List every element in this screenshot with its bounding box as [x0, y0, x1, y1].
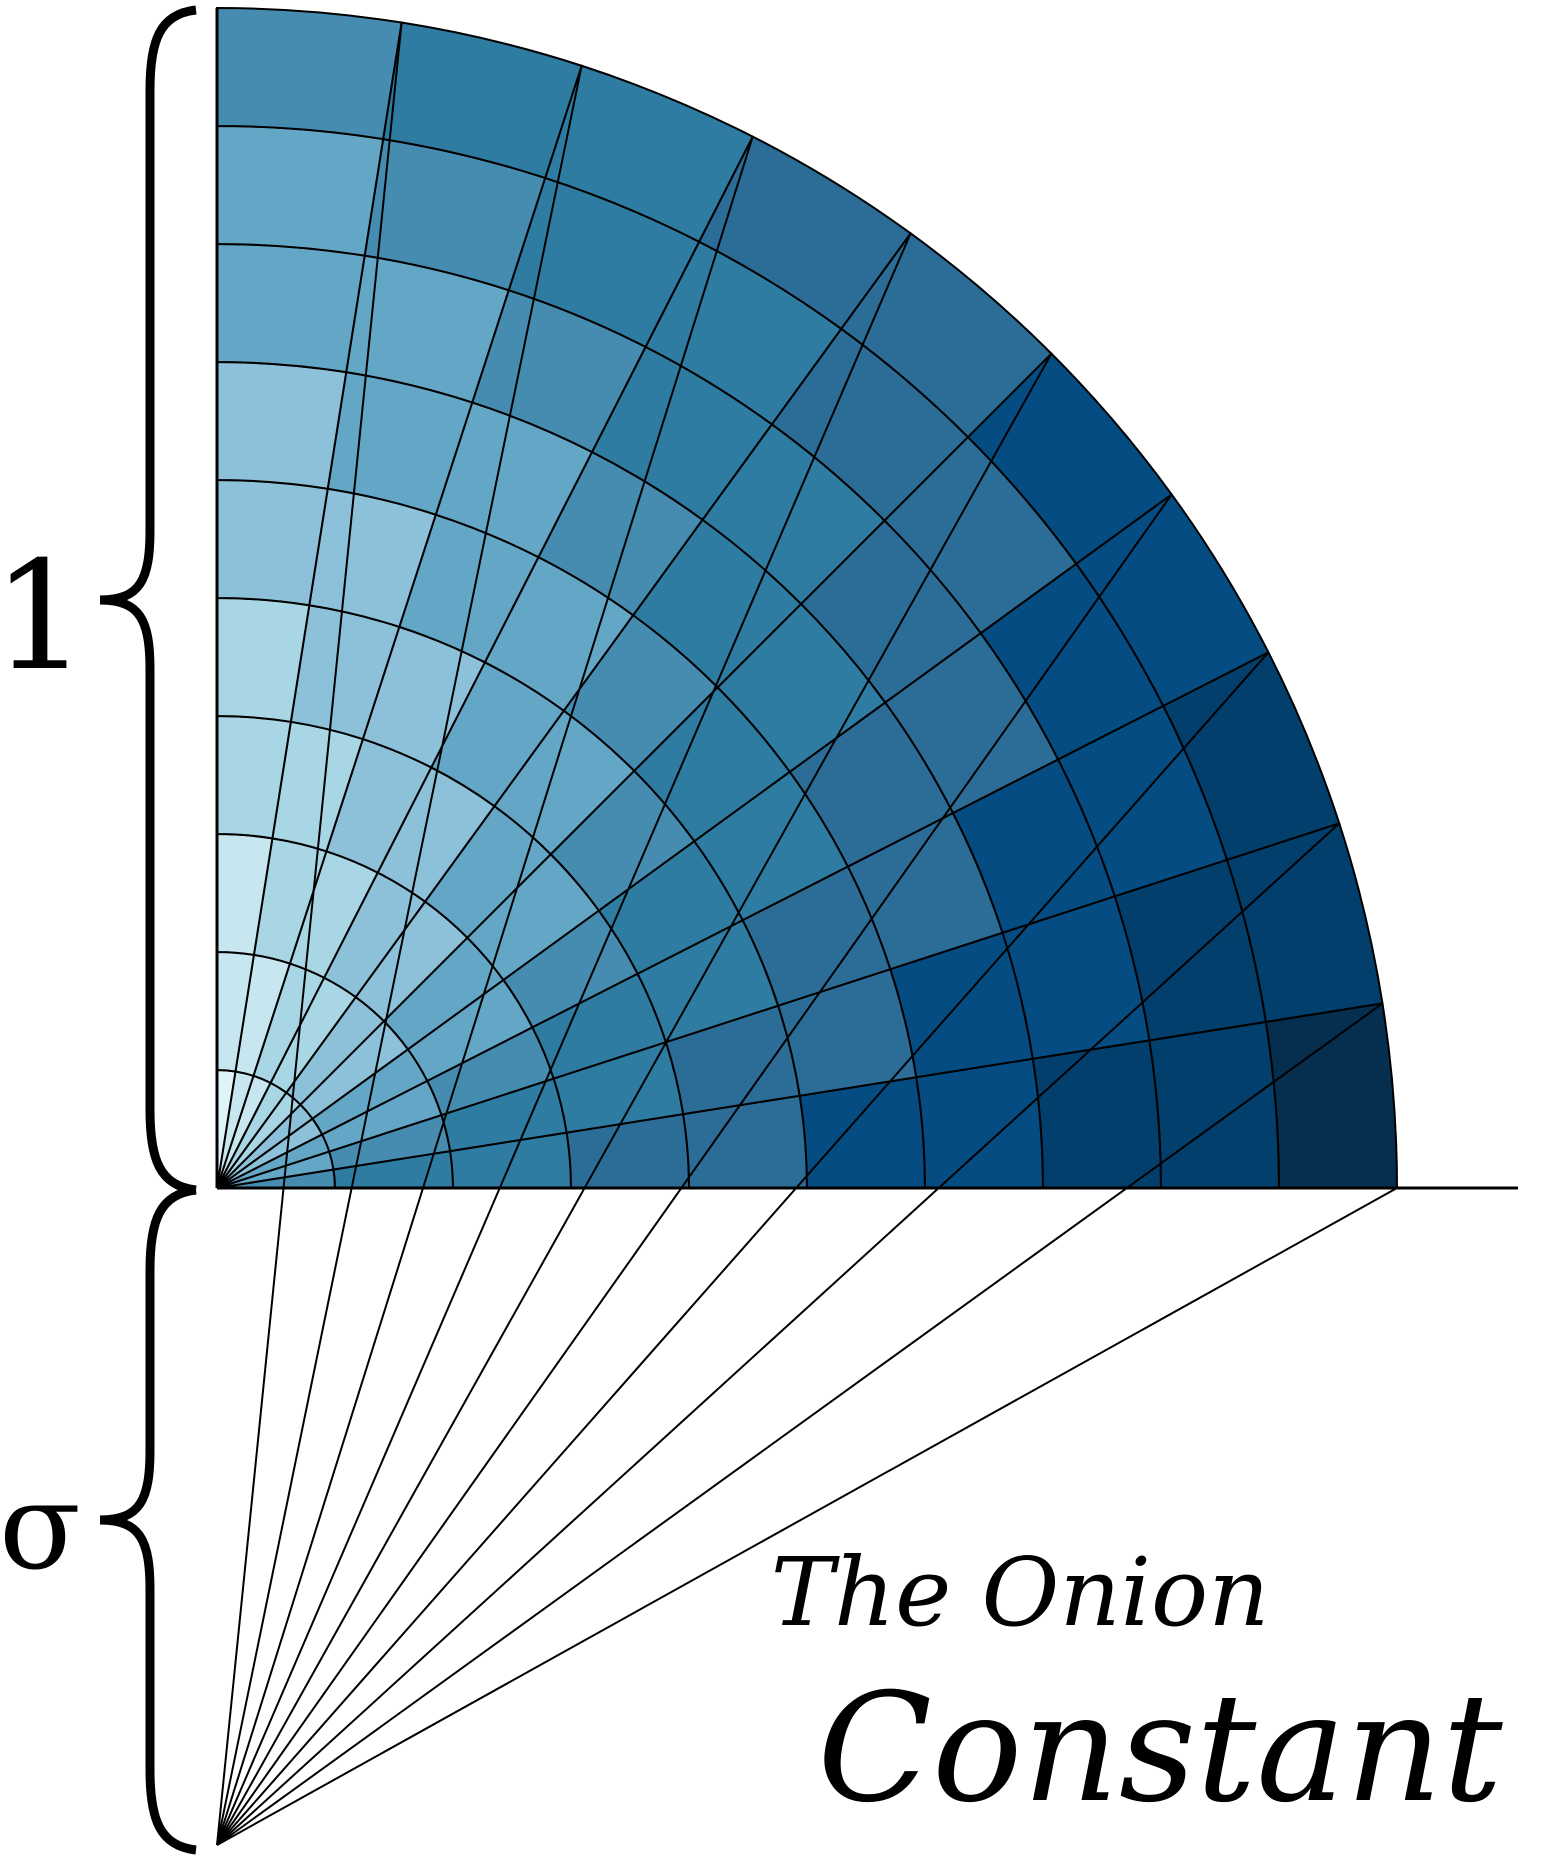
projection-ray: [216, 822, 1340, 1846]
quarter-disc-cells: [216, 6, 1399, 1189]
grid-cell: [915, 1057, 1045, 1189]
grid-cell: [1031, 1039, 1163, 1189]
projection-ray: [216, 232, 912, 1846]
grid-cell: [216, 242, 366, 374]
grid-cell: [1148, 1020, 1281, 1189]
projection-ray: [216, 651, 1270, 1846]
projection-rays: [216, 22, 1398, 1846]
projection-ray: [216, 65, 583, 1846]
projection-ray: [216, 22, 403, 1846]
bottom-brace-label: σ: [0, 1458, 81, 1597]
top-brace-label: 1: [0, 530, 88, 704]
grid-cell: [798, 1076, 927, 1189]
bottom-brace: [99, 1185, 197, 1855]
projection-ray: [216, 1002, 1384, 1846]
top-brace: [99, 5, 197, 1195]
projection-ray: [216, 493, 1173, 1846]
grid-cell: [216, 6, 403, 141]
projection-ray: [216, 136, 754, 1846]
grid-cell: [216, 478, 329, 607]
projection-ray: [216, 353, 1053, 1846]
grid-cell: [216, 360, 348, 490]
grid-cell: [1264, 1002, 1399, 1189]
title-line-1: The Onion: [771, 1538, 1270, 1648]
grid-cell: [216, 124, 385, 257]
projection-ray: [216, 1187, 1398, 1846]
title-line-2: Constant: [817, 1662, 1503, 1836]
